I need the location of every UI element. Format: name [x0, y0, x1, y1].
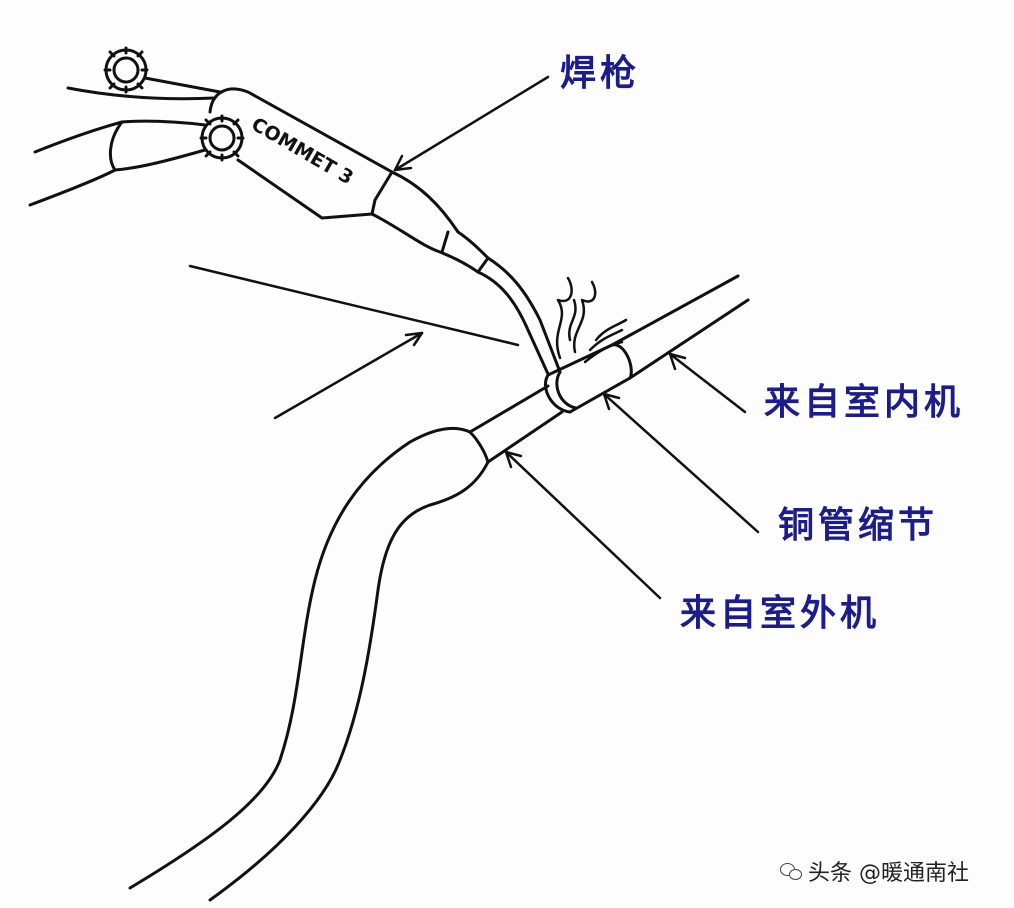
leader-indoor	[668, 352, 747, 414]
indoor-pipe	[610, 274, 750, 380]
leader-outdoor	[504, 450, 662, 600]
label-copper-reducer: 铜管缩节	[778, 505, 939, 546]
valve-knob-lower	[199, 114, 245, 162]
torch-flame	[555, 276, 628, 364]
label-torch: 焊枪	[560, 53, 641, 94]
outdoor-pipe	[128, 426, 490, 902]
wechat-icon	[780, 863, 802, 880]
torch-body	[208, 87, 562, 376]
copper-reducer	[468, 343, 633, 464]
unlabeled-pointers	[188, 264, 520, 420]
valve-knob-upper	[103, 46, 149, 94]
gas-hoses	[28, 76, 222, 207]
label-from-indoor: 来自室内机	[764, 382, 965, 423]
leader-lines	[393, 75, 760, 600]
label-from-outdoor: 来自室外机	[680, 593, 881, 634]
watermark: 头条 @暖通南社	[780, 855, 969, 887]
leader-reducer	[602, 392, 760, 534]
watermark-text: 头条 @暖通南社	[808, 861, 969, 886]
leader-torch	[393, 75, 550, 172]
